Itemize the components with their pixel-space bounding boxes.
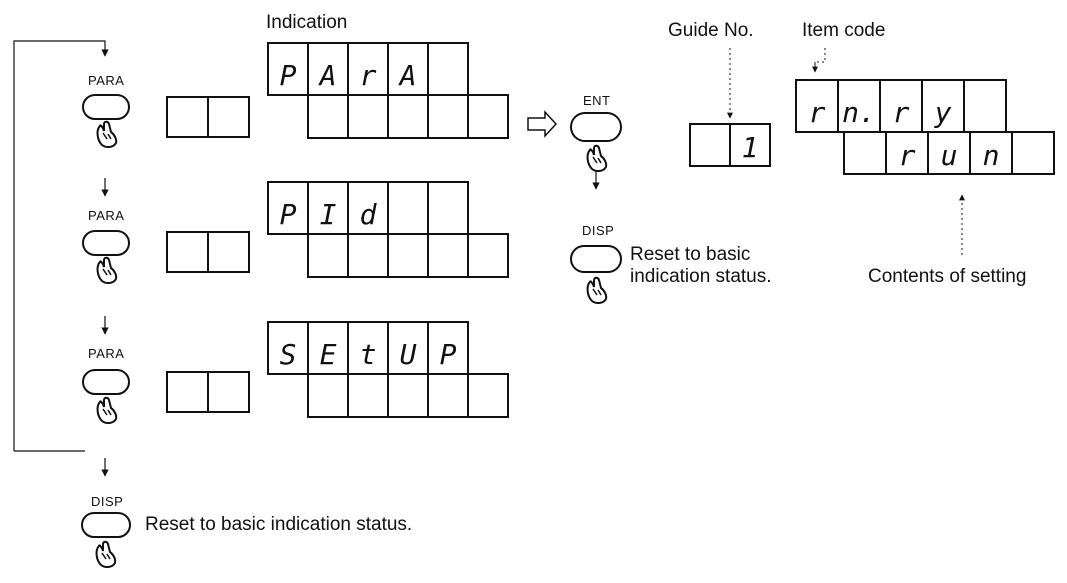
segment-char: t	[360, 338, 377, 371]
para-key-3[interactable]	[82, 369, 130, 425]
reset-note-side-1: Reset to basic	[630, 244, 751, 265]
segment-char: r	[809, 96, 826, 129]
segment-char: P	[280, 59, 297, 92]
segment-char: r	[893, 96, 910, 129]
segment-char: y	[934, 96, 952, 129]
guide-number-char: 1	[742, 131, 759, 164]
guide-display	[689, 123, 771, 167]
contents-note: Contents of setting	[868, 266, 1027, 287]
ent-key[interactable]	[570, 112, 622, 173]
disp-label-side: DISP	[582, 223, 615, 238]
small-display-2	[166, 231, 250, 273]
ent-label: ENT	[583, 93, 611, 108]
small-display-1	[166, 96, 250, 138]
hollow-arrow	[527, 110, 558, 138]
reset-note-main: Reset to basic indication status.	[145, 514, 413, 535]
pointer-lines	[727, 48, 965, 255]
flow-arrows	[101, 171, 600, 477]
loop-arrow	[13, 40, 109, 452]
reset-note-side-2: indication status.	[630, 266, 772, 287]
para-key-1[interactable]	[82, 94, 130, 149]
segment-char: P	[440, 338, 457, 371]
segment-char: P	[280, 198, 297, 231]
indication-header: Indication	[266, 12, 348, 33]
segment-char: A	[318, 59, 337, 92]
small-display-3	[166, 371, 250, 413]
segment-char: I	[320, 198, 337, 231]
item-code-header: Item code	[802, 20, 886, 41]
disp-key-side[interactable]	[570, 245, 622, 305]
segment-char: r	[360, 59, 377, 92]
disp-key-main[interactable]	[81, 512, 131, 569]
segment-char: d	[360, 198, 378, 231]
disp-label-main: DISP	[91, 494, 124, 509]
segment-char: S	[280, 338, 297, 371]
segment-char: n	[983, 139, 1000, 172]
segment-char: U	[400, 338, 417, 371]
segment-char: r	[899, 139, 916, 172]
guide-no-header: Guide No.	[668, 20, 754, 41]
para-key-2[interactable]	[82, 230, 130, 285]
segment-char: E	[320, 338, 337, 371]
para-label-1: PARA	[88, 73, 125, 88]
para-label-3: PARA	[88, 346, 125, 361]
segment-char: u	[941, 139, 958, 172]
segment-char: n.	[842, 96, 876, 129]
para-label-2: PARA	[88, 208, 125, 223]
segment-char: A	[398, 59, 417, 92]
